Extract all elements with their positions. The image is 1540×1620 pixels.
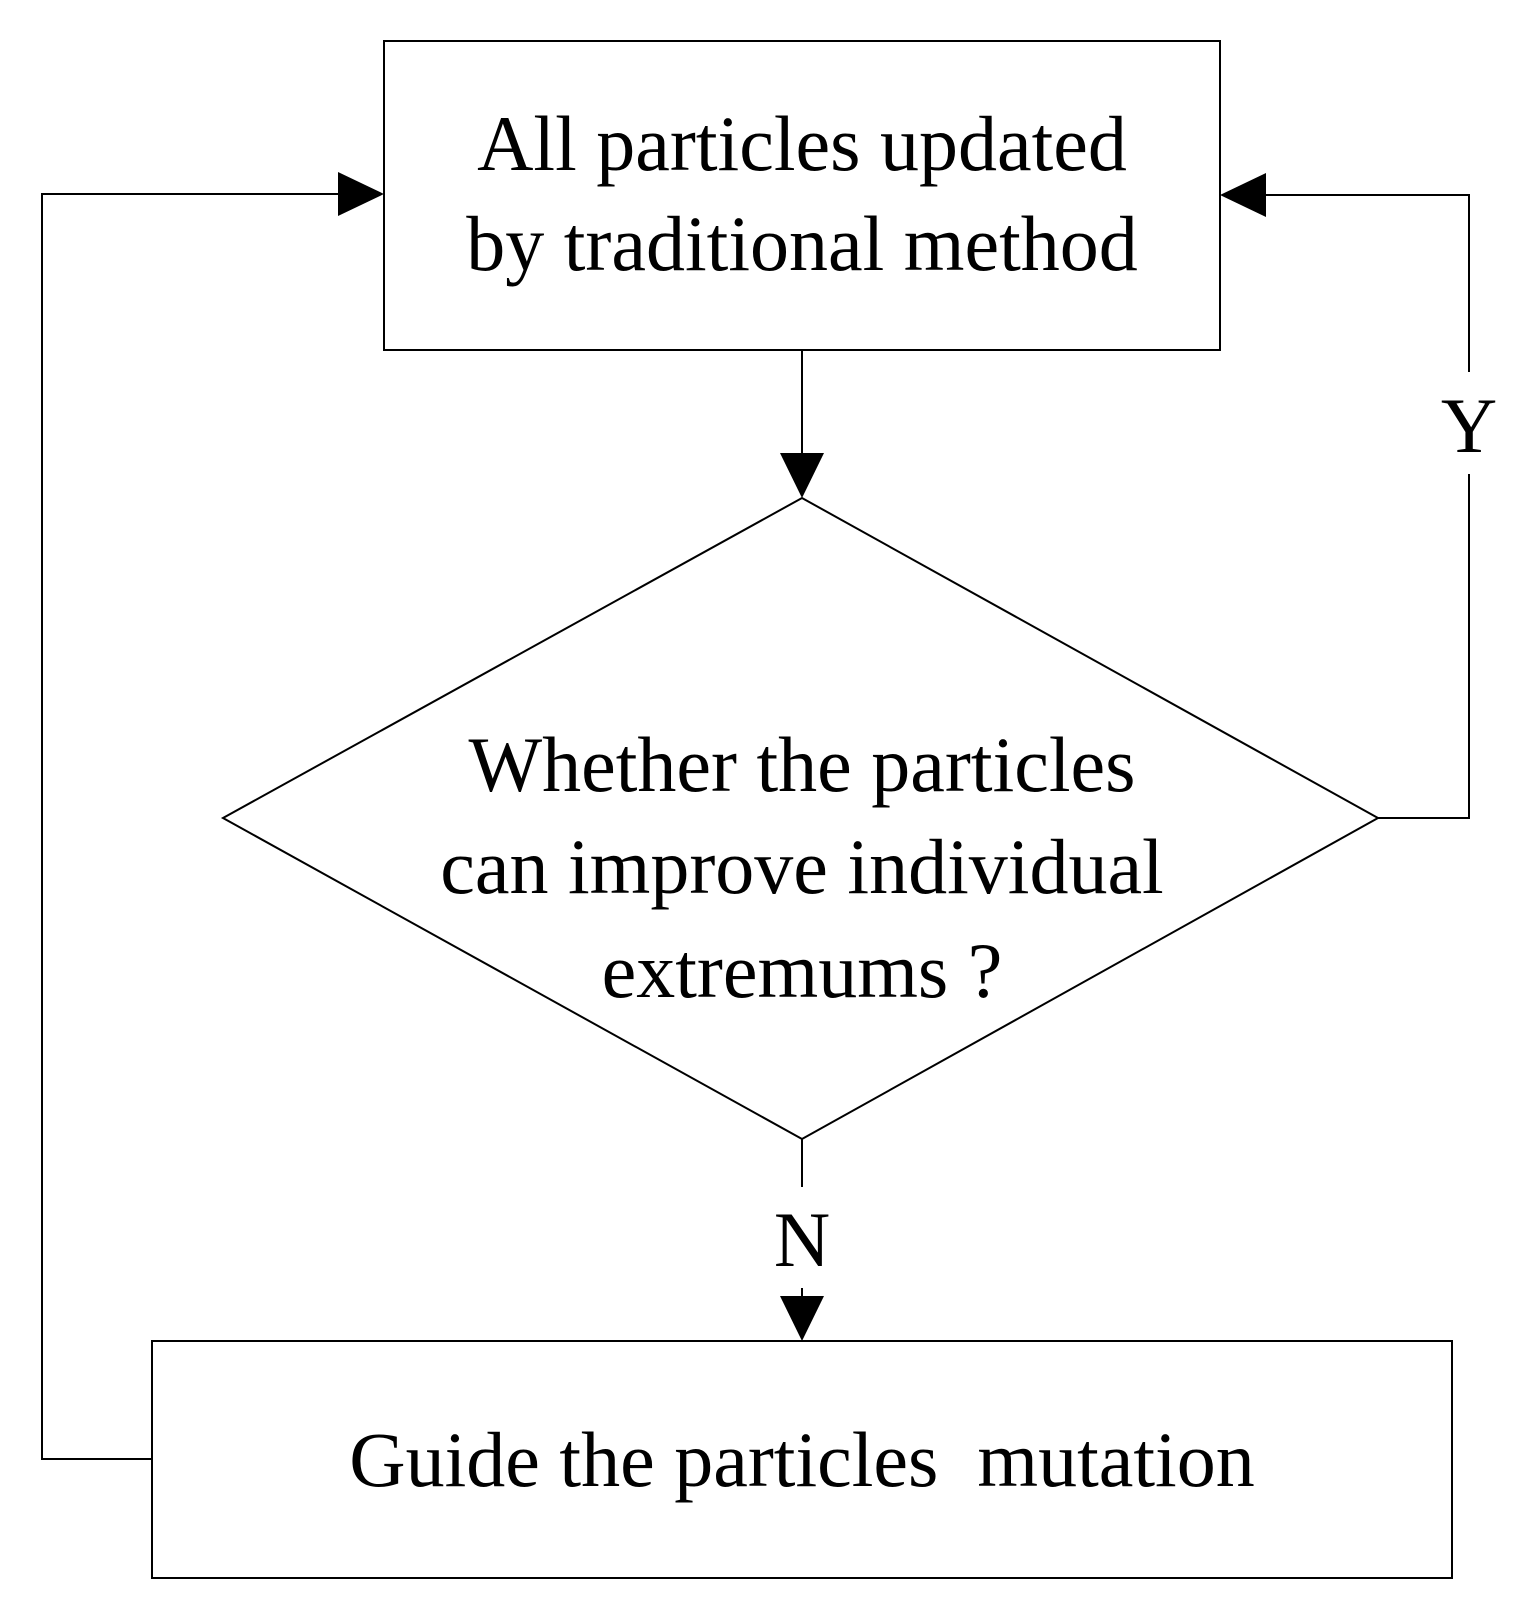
mutation-process-box — [151, 1340, 1453, 1579]
mutation-box-line-1: Guide the particles mutation — [349, 1416, 1254, 1503]
decision-line-3: extremums ? — [602, 927, 1003, 1014]
yes-branch-label: Y — [1441, 382, 1497, 469]
mutation-to-update-arrowhead — [338, 172, 384, 216]
decision-line-1: Whether the particles — [469, 721, 1136, 808]
update-to-decision-arrowhead — [780, 453, 824, 498]
yes-branch-edge-lower — [1378, 474, 1470, 819]
decision-diamond — [220, 496, 1381, 1141]
update-process-box — [383, 40, 1221, 351]
decision-line-2: can improve individual — [440, 823, 1163, 910]
yes-branch-edge-upper — [1238, 194, 1470, 372]
no-branch-label: N — [774, 1196, 830, 1283]
update-box-line-1: All particles updated — [477, 100, 1127, 187]
yes-branch-arrowhead — [1220, 173, 1266, 217]
no-branch-arrowhead — [780, 1296, 824, 1341]
update-box-line-2: by traditional method — [466, 200, 1138, 287]
mutation-to-update-edge — [41, 193, 338, 1460]
